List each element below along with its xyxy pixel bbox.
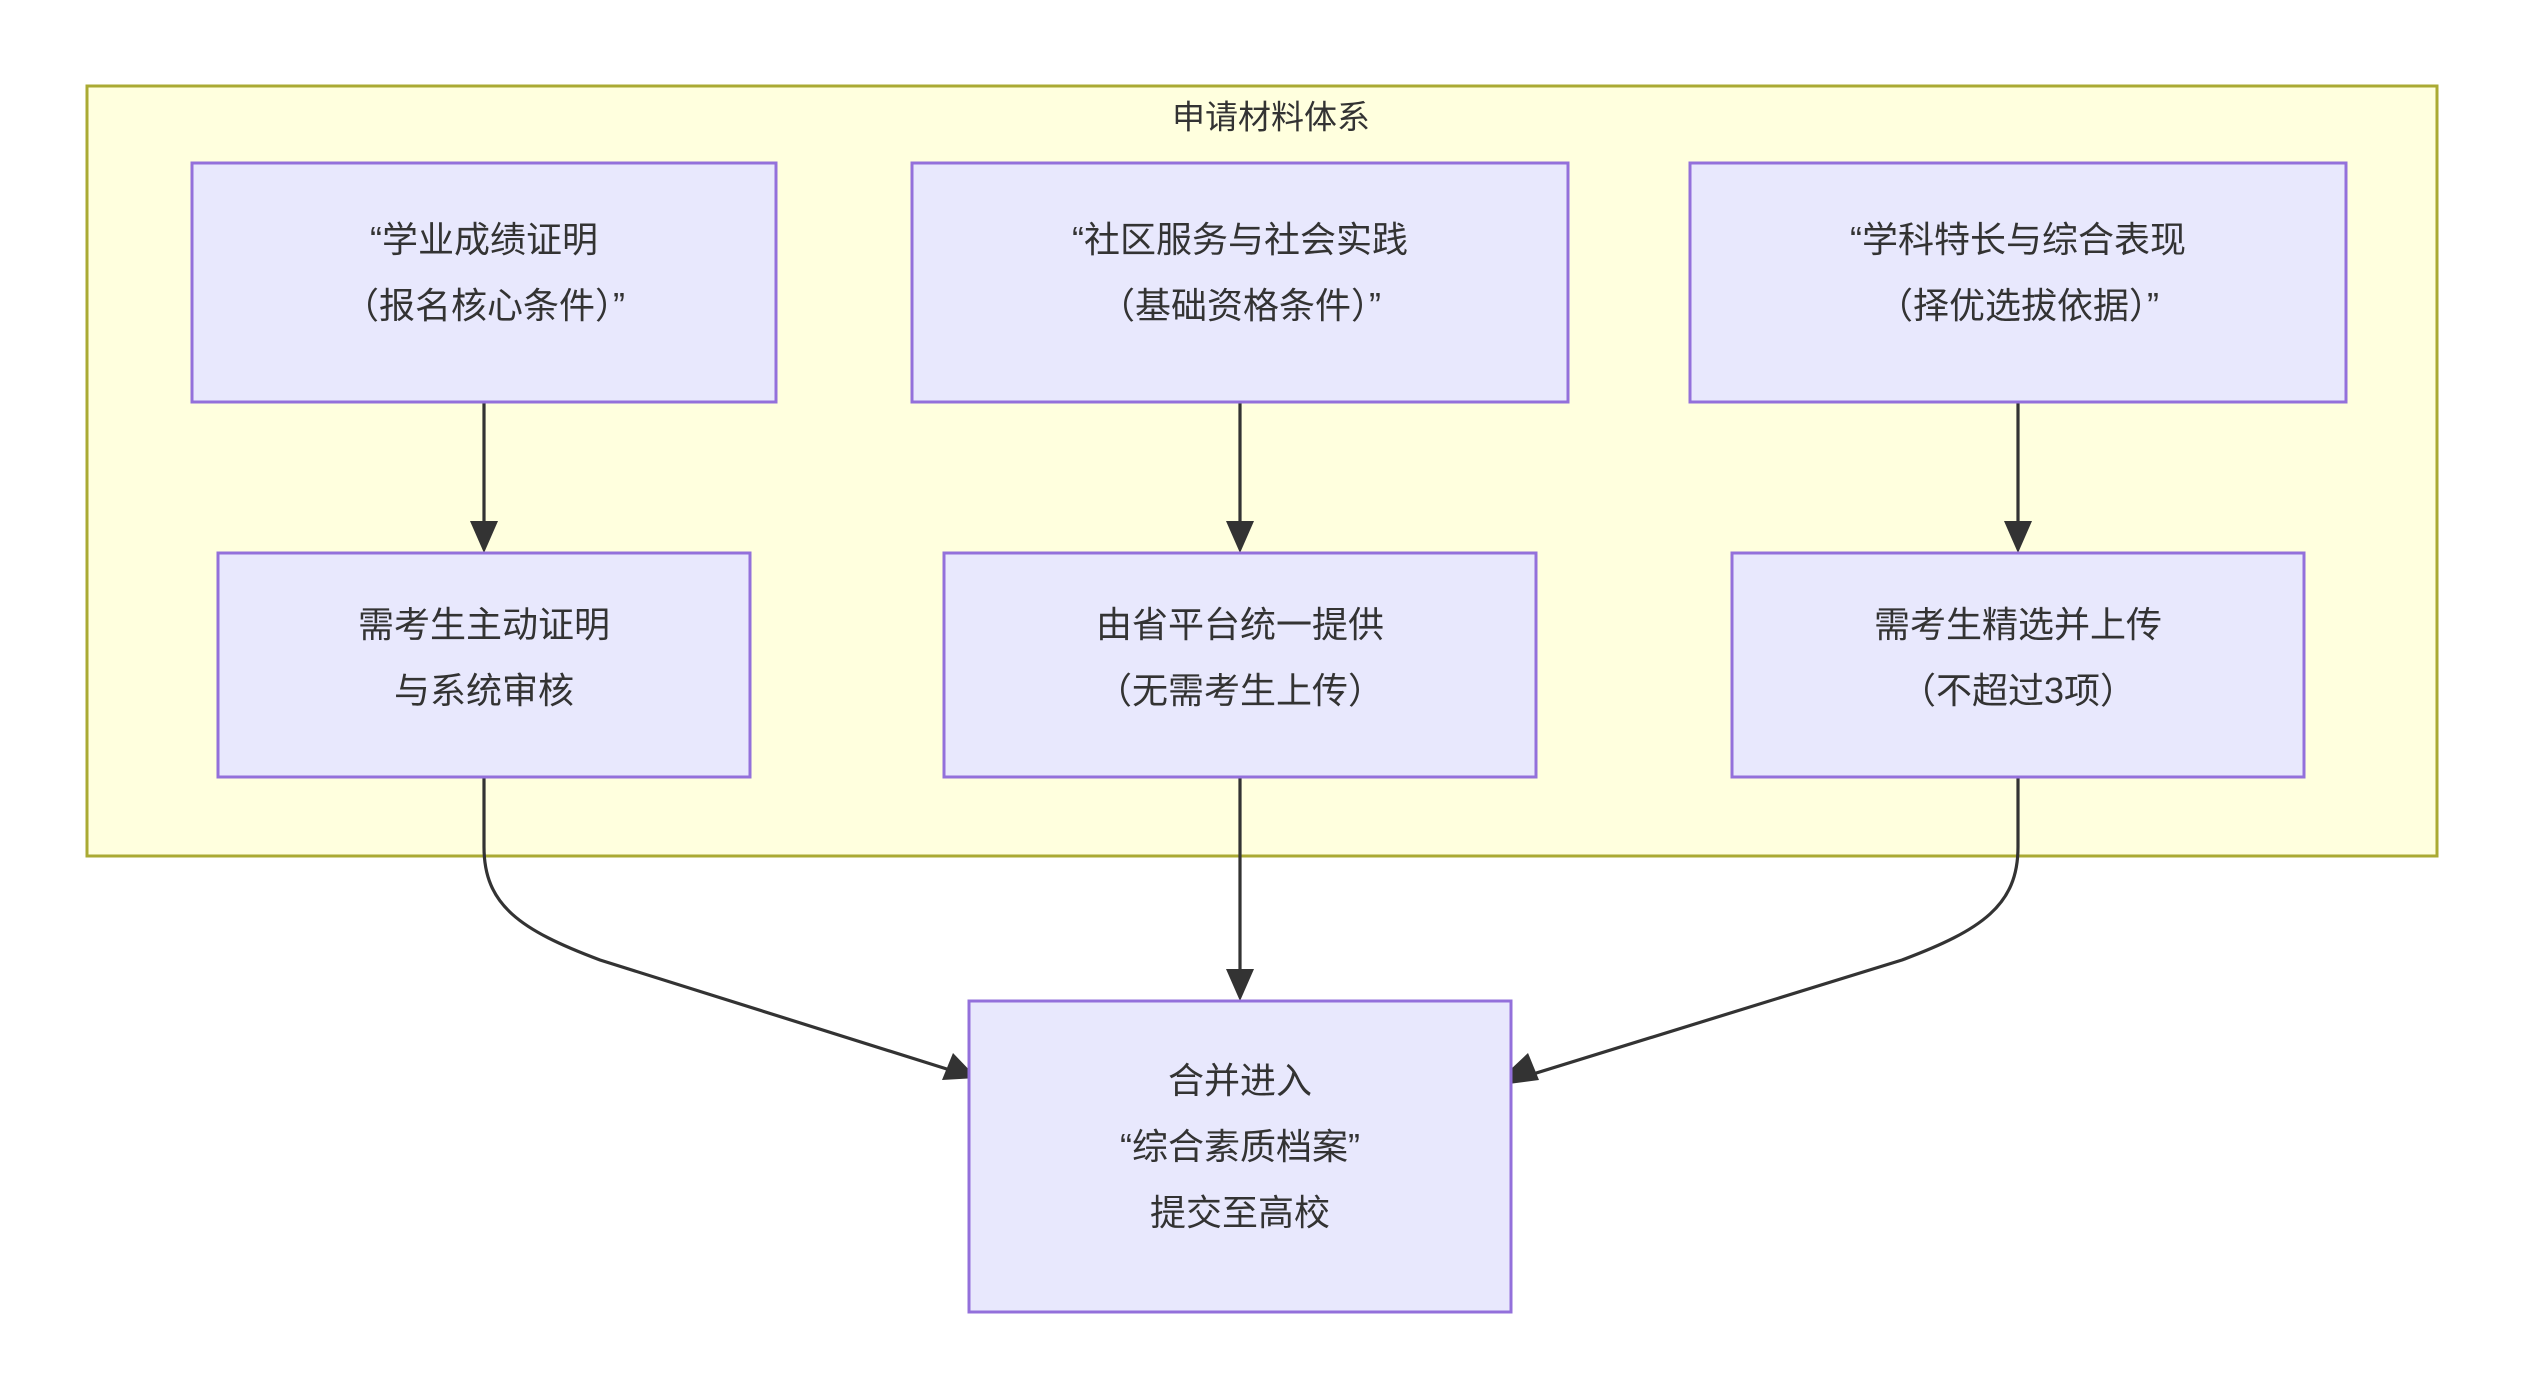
edge-layer [470, 402, 2032, 1086]
node-subject-talent[interactable]: “学科特长与综合表现 （择优选拔依据）” [1688, 161, 2348, 404]
edge-academic-record-to-self-prove [470, 402, 498, 553]
arrow-head-icon [1226, 521, 1254, 553]
node-label-line1: 由省平台统一提供 [1096, 604, 1384, 645]
node-label-line2: （择优选拔依据）” [1877, 285, 2159, 326]
node-merge-archive[interactable]: 合并进入 “综合素质档案” 提交至高校 [967, 999, 1513, 1314]
edge-community-service-to-province-platform [1226, 402, 1254, 553]
node-community-service[interactable]: “社区服务与社会实践 （基础资格条件）” [910, 161, 1570, 404]
node-box[interactable] [1730, 551, 2306, 779]
node-label-line2: （不超过3项） [1900, 670, 2136, 711]
node-label-line1: 合并进入 [1168, 1060, 1312, 1101]
node-label-line1: “学科特长与综合表现 [1850, 219, 2186, 260]
arrow-head-icon [1226, 969, 1254, 1001]
node-self-prove[interactable]: 需考生主动证明 与系统审核 [216, 551, 752, 779]
node-label-line2: 与系统审核 [394, 670, 574, 711]
edge-line [482, 777, 951, 1072]
node-label-line2: （基础资格条件）” [1099, 285, 1381, 326]
arrow-head-icon [2004, 521, 2032, 553]
arrow-head-icon [470, 521, 498, 553]
node-box[interactable] [1688, 161, 2348, 404]
node-label-line2: （报名核心条件）” [343, 285, 625, 326]
edge-province-platform-to-merge [1226, 777, 1254, 1001]
node-box[interactable] [967, 999, 1513, 1314]
node-label-line1: 需考生精选并上传 [1874, 604, 2162, 645]
edge-subject-talent-to-student-upload [2004, 402, 2032, 553]
node-box[interactable] [942, 551, 1538, 779]
node-label-line1: 需考生主动证明 [358, 604, 610, 645]
node-label-line1: “社区服务与社会实践 [1072, 219, 1408, 260]
node-province-platform[interactable]: 由省平台统一提供 （无需考生上传） [942, 551, 1538, 779]
node-label-line1: “学业成绩证明 [370, 219, 598, 260]
node-label-line2: “综合素质档案” [1120, 1126, 1360, 1167]
edge-line [1519, 777, 2020, 1080]
node-label-line3: 提交至高校 [1150, 1192, 1330, 1233]
cluster-title: 申请材料体系 [1172, 99, 1370, 136]
node-label-line2: （无需考生上传） [1096, 670, 1384, 711]
node-box[interactable] [216, 551, 752, 779]
node-student-upload[interactable]: 需考生精选并上传 （不超过3项） [1730, 551, 2306, 779]
node-academic-record[interactable]: “学业成绩证明 （报名核心条件）” [190, 161, 778, 404]
node-box[interactable] [190, 161, 778, 404]
node-box[interactable] [910, 161, 1570, 404]
